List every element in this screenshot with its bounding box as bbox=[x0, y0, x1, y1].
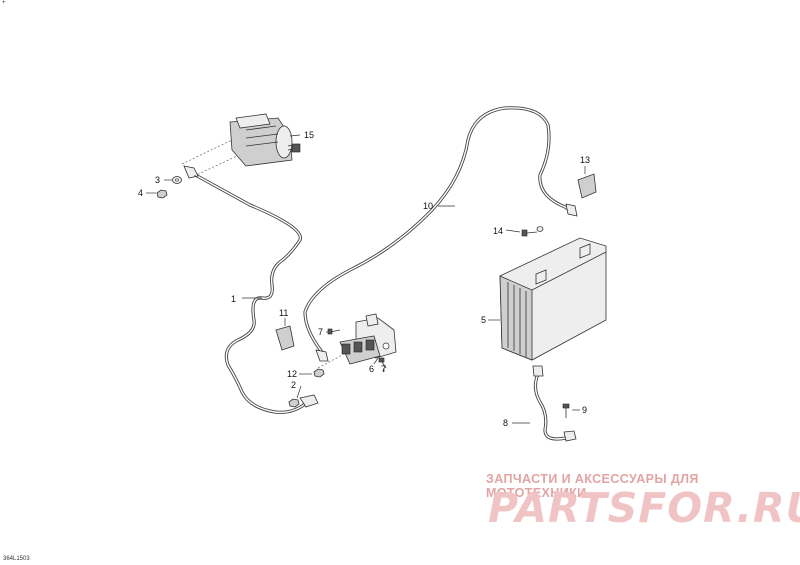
terminal-cap-11 bbox=[275, 325, 295, 351]
callout-13: 13 bbox=[580, 155, 591, 165]
corner-mark: + bbox=[2, 0, 6, 6]
nut-2 bbox=[288, 398, 300, 408]
ground-cable bbox=[532, 365, 577, 442]
callout-12: 12 bbox=[287, 369, 298, 379]
callout-9: 9 bbox=[582, 405, 588, 415]
drawing-code: 364L1503 bbox=[3, 556, 30, 562]
starter-motor bbox=[181, 113, 301, 177]
callout-10: 10 bbox=[423, 201, 434, 211]
starter-solenoid bbox=[317, 313, 397, 369]
callout-3: 3 bbox=[155, 175, 161, 185]
screw-9 bbox=[562, 403, 570, 418]
watermark-tagline: ЗАПЧАСТИ И АКСЕССУАРЫ ДЛЯ МОТОТЕХНИКИ bbox=[486, 472, 699, 500]
callout-8: 8 bbox=[503, 418, 509, 428]
screw-14 bbox=[521, 226, 544, 237]
terminal-cap-13 bbox=[577, 173, 597, 199]
screw-7-upper bbox=[327, 328, 341, 335]
callout-11: 11 bbox=[279, 308, 289, 318]
callout-14: 14 bbox=[493, 226, 504, 236]
callout-4: 4 bbox=[138, 188, 144, 198]
callout-7-lower: 7 bbox=[381, 364, 387, 374]
callout-2: 2 bbox=[291, 380, 297, 390]
callout-6: 6 bbox=[369, 364, 375, 374]
starter-cable bbox=[183, 165, 319, 414]
leader-lines bbox=[146, 134, 586, 424]
screw-7-lower bbox=[378, 357, 387, 369]
callout-5: 5 bbox=[481, 315, 487, 325]
washer-3 bbox=[172, 176, 182, 184]
battery bbox=[499, 237, 607, 361]
positive-cable bbox=[303, 106, 578, 362]
nut-4 bbox=[156, 189, 168, 199]
watermark-brand-logo: PARTSFOR.RU bbox=[488, 484, 800, 532]
callout-7-upper: 7 bbox=[318, 327, 324, 337]
nut-12 bbox=[313, 368, 325, 378]
callout-15: 15 bbox=[304, 130, 315, 140]
callout-1: 1 bbox=[231, 294, 237, 304]
